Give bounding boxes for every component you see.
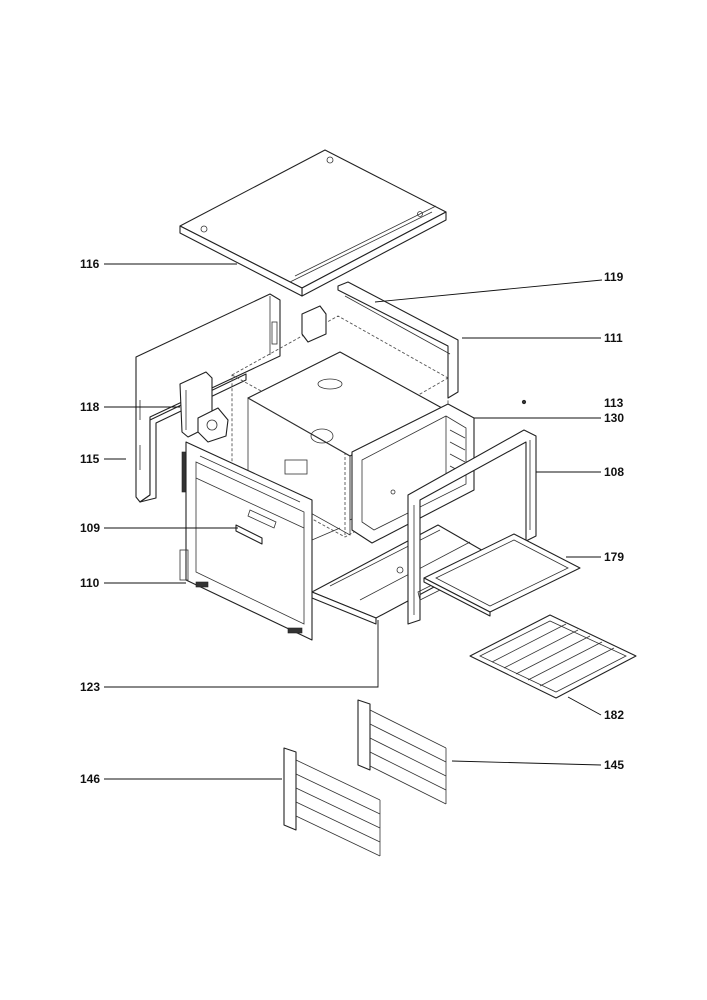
callout-110: 110 [80, 576, 100, 590]
part-130-muffle-front [351, 403, 475, 544]
callout-146: 146 [80, 772, 100, 786]
callout-111: 111 [604, 331, 623, 345]
callout-118: 118 [80, 400, 100, 414]
part-182-wire-shelf [469, 614, 637, 699]
part-110-door-panel [179, 441, 313, 641]
callout-179: 179 [604, 550, 624, 564]
leader-182 [567, 696, 602, 716]
callout-182: 182 [604, 708, 624, 722]
part-109-handle [235, 509, 277, 545]
part-116-top-cover [179, 149, 447, 297]
leader-lines [104, 263, 603, 780]
callout-115: 115 [80, 452, 100, 466]
callout-109: 109 [80, 521, 100, 535]
leader-145 [451, 760, 602, 766]
callout-116: 116 [80, 257, 100, 271]
part-123-base-panel [304, 524, 493, 625]
callout-130: 130 [604, 411, 624, 425]
leader-123 [104, 620, 379, 688]
part-108-front-frame [407, 429, 537, 625]
callout-123: 123 [80, 680, 100, 694]
part-145-side-rack-right [357, 699, 447, 805]
callout-145: 145 [604, 758, 624, 772]
part-179-baking-tray [423, 533, 581, 617]
callout-119: 119 [604, 270, 624, 284]
callout-labels: 116 119 111 118 113 130 115 108 109 179 … [80, 257, 624, 786]
leader-119 [374, 279, 603, 303]
part-146-side-rack-left [283, 747, 381, 857]
callout-113: 113 [604, 396, 624, 410]
leader-113-dot [521, 399, 527, 405]
callout-108: 108 [604, 465, 624, 479]
